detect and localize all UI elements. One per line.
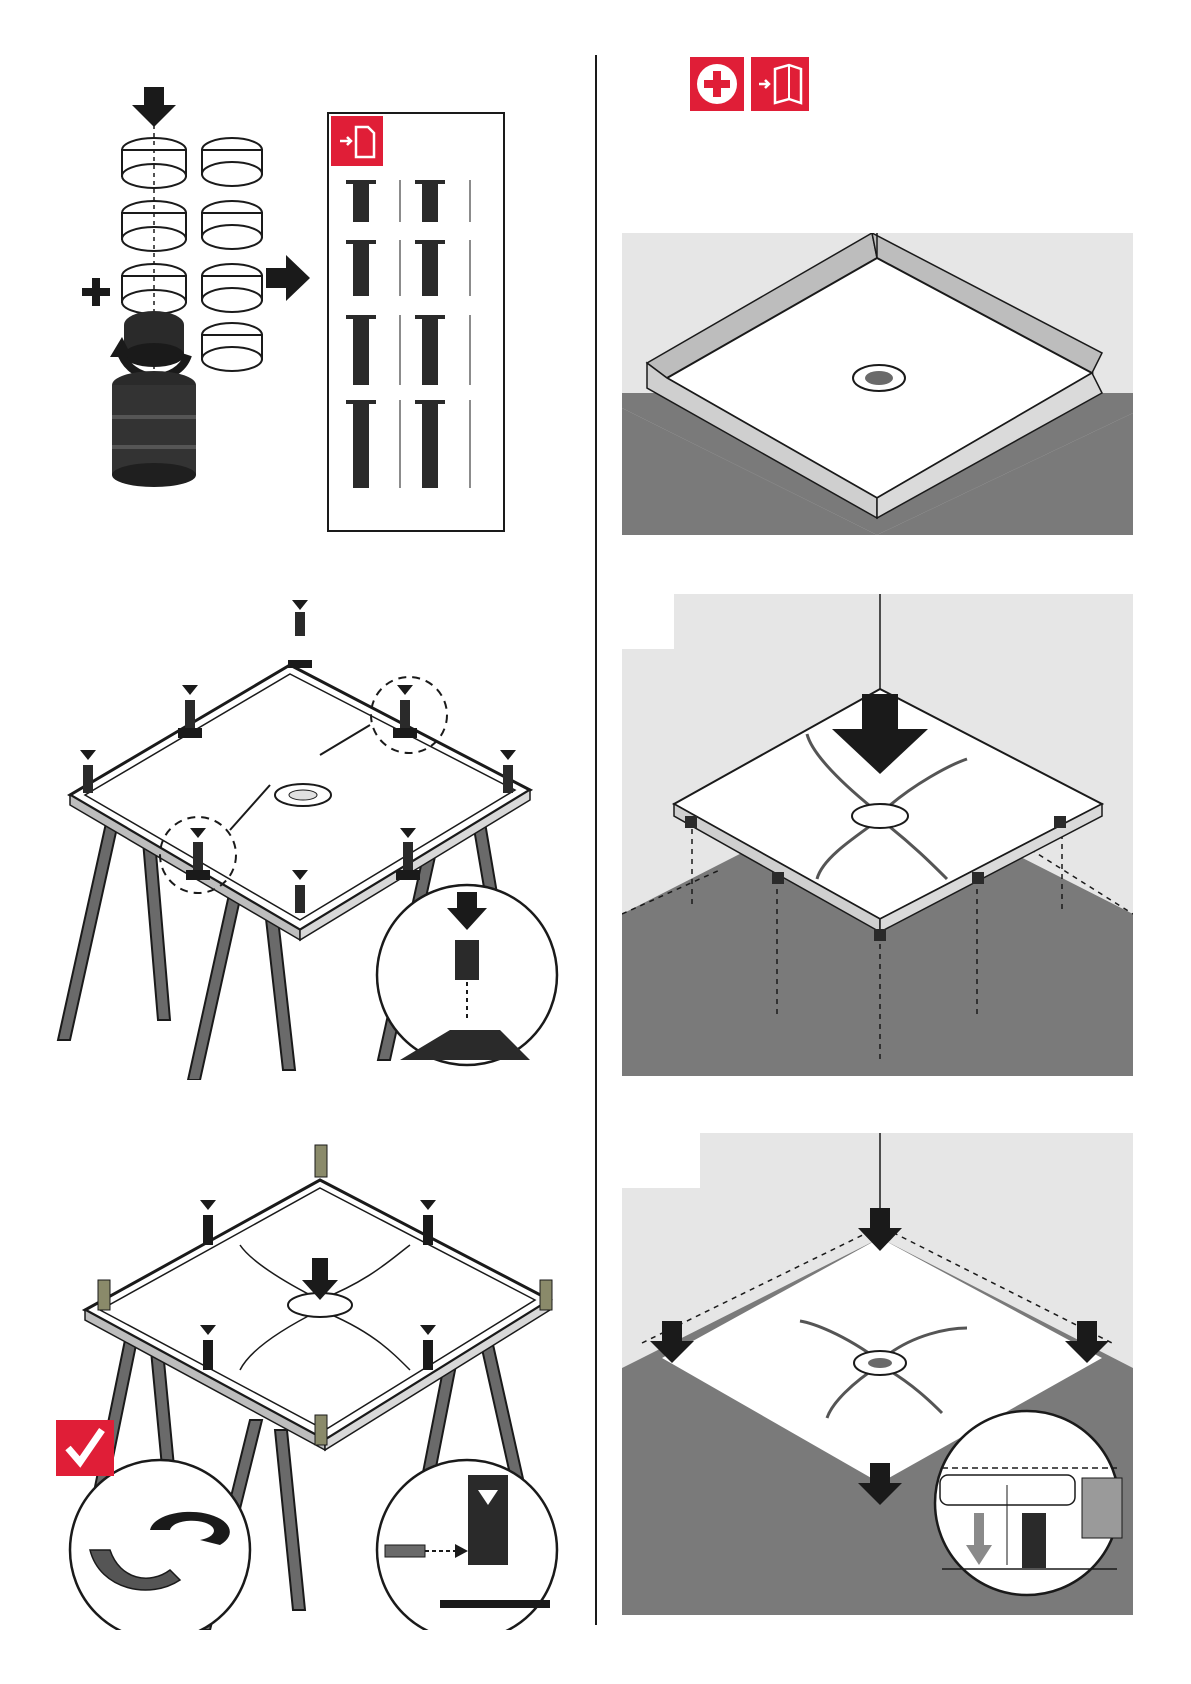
tray-press-illustration bbox=[622, 1133, 1133, 1615]
add-option-badge bbox=[690, 57, 744, 111]
room-corner-illustration bbox=[622, 233, 1133, 535]
drain-ring bbox=[852, 804, 908, 828]
booklet-arrow-icon bbox=[751, 57, 809, 111]
step-5-tray-lowering bbox=[622, 594, 1133, 1076]
screw-head bbox=[110, 311, 188, 377]
legs-placement-illustration bbox=[50, 590, 570, 1080]
step-1-riser-assembly bbox=[60, 85, 550, 545]
leg-marker bbox=[288, 600, 312, 668]
spare-ring-stack bbox=[202, 138, 262, 371]
step-3-cable-clips bbox=[50, 1130, 570, 1630]
step-4-room-preparation bbox=[622, 233, 1133, 535]
step-2-legs-placement bbox=[50, 590, 570, 1080]
cable-clips-illustration bbox=[50, 1130, 570, 1630]
leg-marker bbox=[393, 685, 417, 738]
plus-circle-icon bbox=[690, 57, 744, 111]
riser-assembly-illustration bbox=[60, 85, 550, 545]
tray-lowering-illustration bbox=[622, 594, 1133, 1076]
check-badge bbox=[56, 1420, 114, 1476]
booklet-badge bbox=[751, 57, 809, 111]
arrow-right-icon bbox=[266, 255, 310, 301]
arrow-down-icon bbox=[132, 87, 176, 127]
step-6-tray-level-press bbox=[622, 1133, 1133, 1615]
page-divider bbox=[595, 55, 597, 1625]
plus-icon bbox=[82, 278, 110, 306]
detail-circle bbox=[70, 1460, 250, 1630]
leg-base bbox=[112, 371, 196, 487]
leg-marker bbox=[178, 685, 202, 738]
